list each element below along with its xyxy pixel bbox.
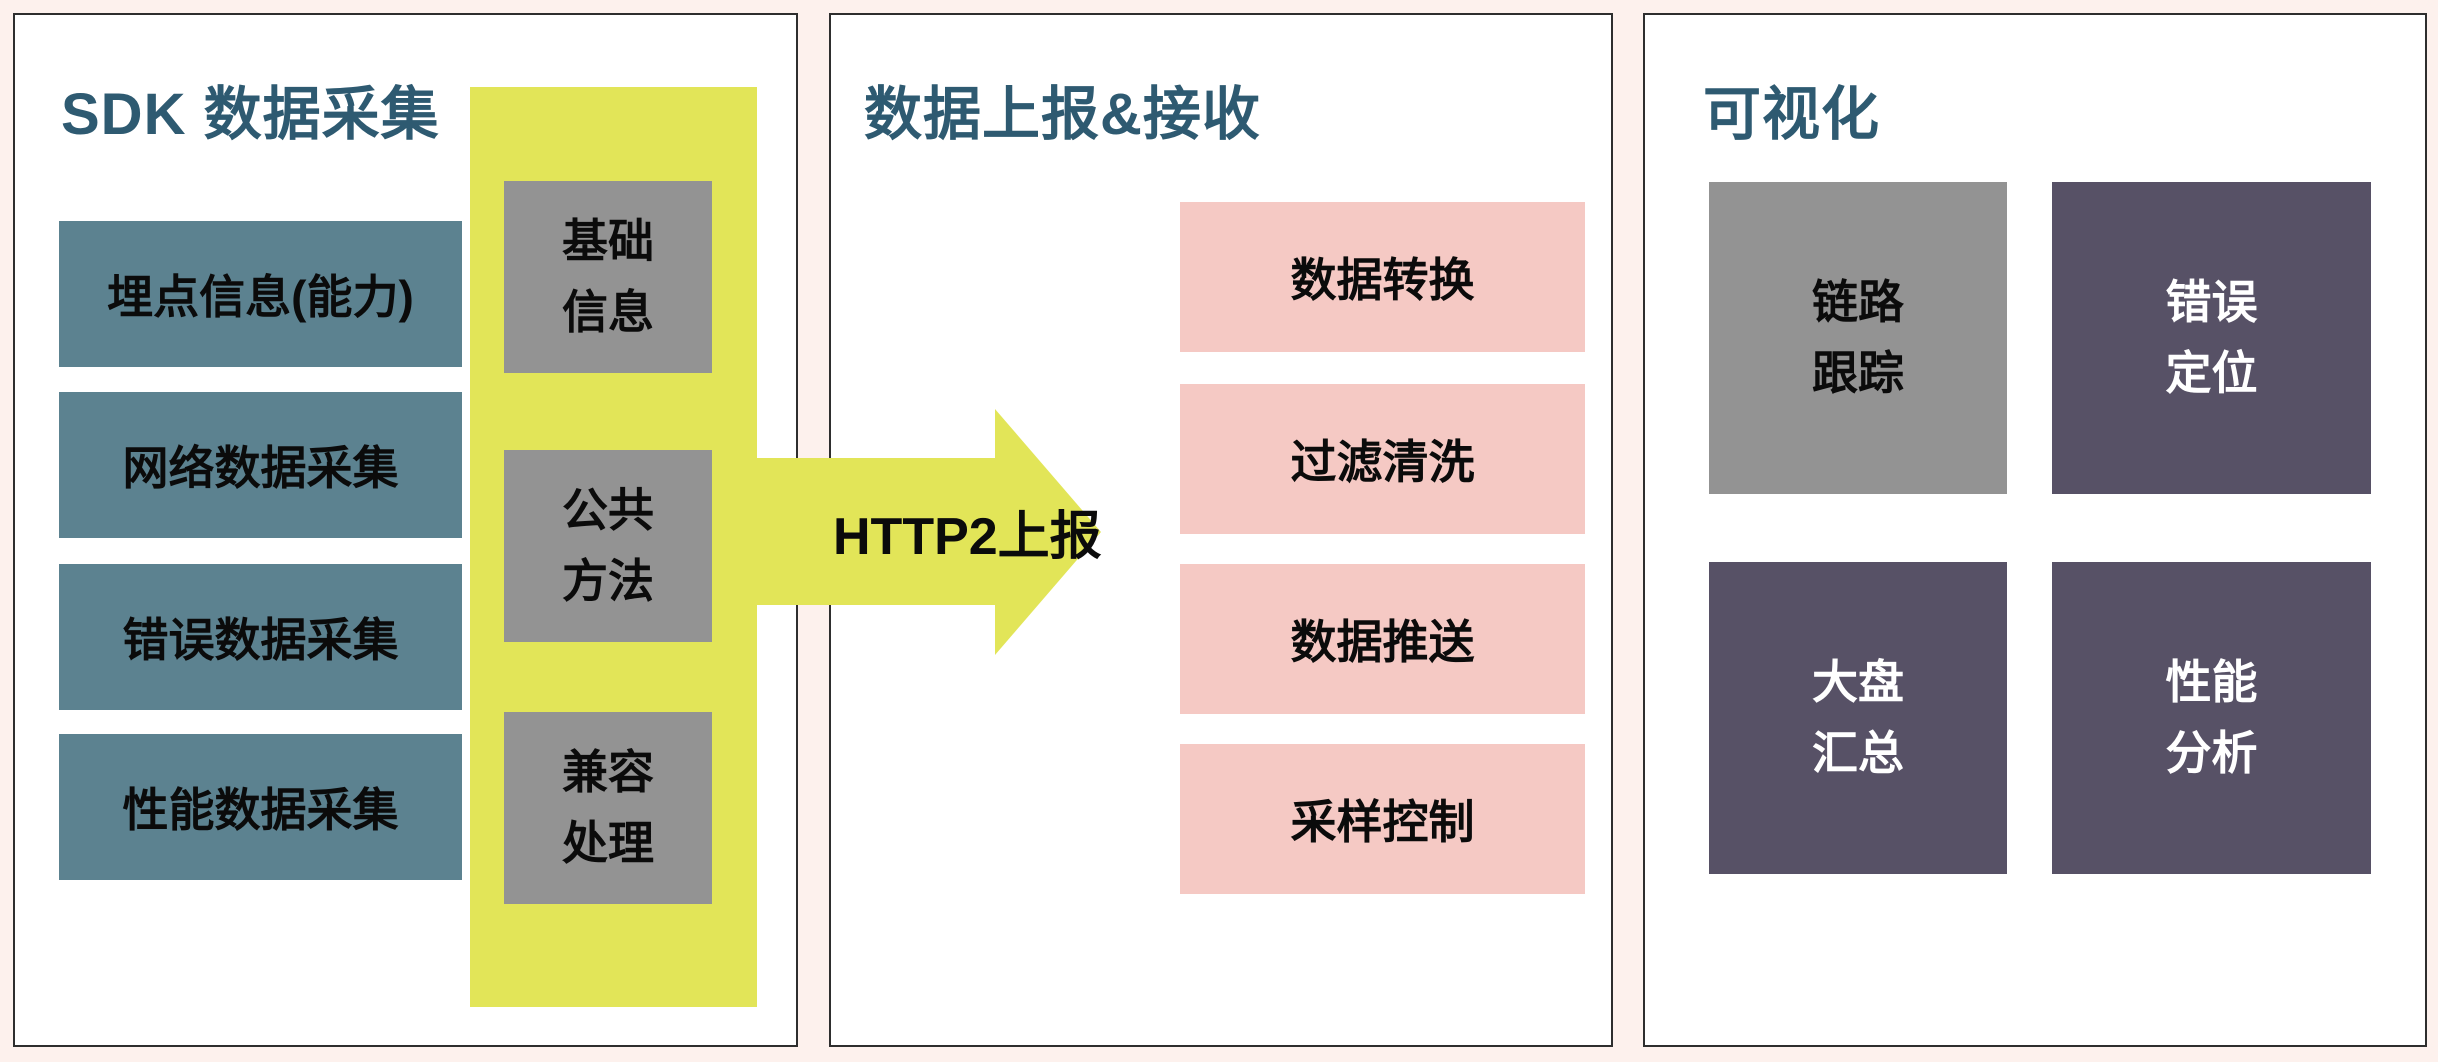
box-label-line2: 定位 xyxy=(2165,347,2258,399)
box-label: 过滤清洗 xyxy=(1290,436,1475,488)
box-label-line1: 链路 xyxy=(1812,275,1904,328)
http2-arrow-label: HTTP2上报 xyxy=(833,508,1102,566)
report-box-data-push: 数据推送 xyxy=(1180,564,1585,714)
box-label-line2: 分析 xyxy=(2165,727,2258,779)
box-label-line2: 处理 xyxy=(562,817,654,869)
viz-box-dashboard-summary: 大盘 汇总 xyxy=(1709,562,2007,874)
box-label-line1: 错误 xyxy=(2165,275,2258,328)
sdk-core-box-basic-info: 基础 信息 xyxy=(504,181,712,373)
sdk-collect-box-error: 错误数据采集 xyxy=(59,564,462,710)
box-label-line1: 性能 xyxy=(2165,655,2258,708)
box-label-line1: 基础 xyxy=(562,214,654,267)
viz-panel-title: 可视化 xyxy=(1703,82,1881,147)
viz-box-error-locating: 错误 定位 xyxy=(2052,182,2371,494)
sdk-collect-box-performance: 性能数据采集 xyxy=(59,734,462,880)
panel-sdk-collection: SDK 数据采集 埋点信息(能力) 网络数据采集 错误数据采集 性能数据采集 基… xyxy=(13,13,798,1047)
box-label: 数据推送 xyxy=(1290,616,1475,668)
box-label-line2: 信息 xyxy=(562,286,654,338)
panel-report-receive: 数据上报&接收 数据转换 过滤清洗 数据推送 采样控制 xyxy=(829,13,1613,1047)
box-label-line1: 公共 xyxy=(562,483,654,536)
report-box-data-transform: 数据转换 xyxy=(1180,202,1585,352)
box-label: 数据转换 xyxy=(1290,254,1475,306)
box-label: 网络数据采集 xyxy=(122,442,399,494)
http2-arrow-stem xyxy=(750,458,995,605)
sdk-core-box-common-methods: 公共 方法 xyxy=(504,450,712,642)
sdk-collect-box-tracking: 埋点信息(能力) xyxy=(59,221,462,367)
sdk-collect-box-network: 网络数据采集 xyxy=(59,392,462,538)
report-panel-title: 数据上报&接收 xyxy=(864,82,1261,147)
box-label: 埋点信息(能力) xyxy=(107,271,414,323)
box-label-line1: 兼容 xyxy=(562,745,654,798)
box-label: 采样控制 xyxy=(1290,796,1475,848)
box-label: 性能数据采集 xyxy=(122,784,399,836)
http2-arrow-head-icon xyxy=(995,409,1101,655)
report-box-sampling-control: 采样控制 xyxy=(1180,744,1585,894)
viz-box-link-tracing: 链路 跟踪 xyxy=(1709,182,2007,494)
box-label: 错误数据采集 xyxy=(122,614,399,666)
sdk-core-box-compatibility: 兼容 处理 xyxy=(504,712,712,904)
box-label-line2: 方法 xyxy=(562,555,654,607)
sdk-panel-title: SDK 数据采集 xyxy=(61,82,440,147)
viz-box-performance-analysis: 性能 分析 xyxy=(2052,562,2371,874)
box-label-line1: 大盘 xyxy=(1812,655,1904,708)
box-label-line2: 跟踪 xyxy=(1812,347,1904,399)
report-box-filter-clean: 过滤清洗 xyxy=(1180,384,1585,534)
panel-visualization: 可视化 链路 跟踪 错误 定位 大盘 汇总 性能 分析 xyxy=(1643,13,2427,1047)
box-label-line2: 汇总 xyxy=(1812,727,1904,779)
